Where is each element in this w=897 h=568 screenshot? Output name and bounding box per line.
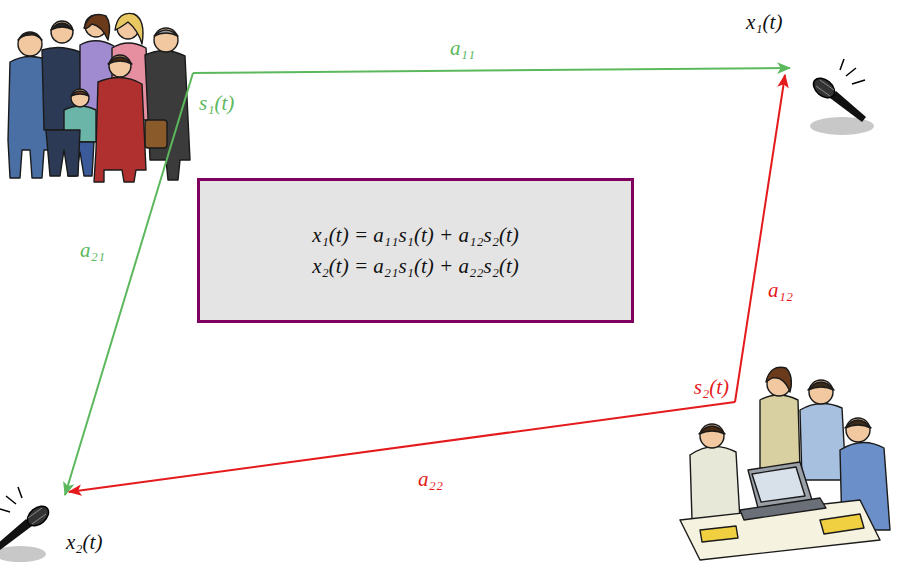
coefficient-label: a₁₁ xyxy=(448,36,477,60)
microphone-icon-part xyxy=(830,91,866,122)
meeting-illustration-part xyxy=(699,426,725,434)
mixing-coefficient: a₁₂ xyxy=(766,278,795,303)
crowd-illustration-part xyxy=(154,30,178,36)
equation-box: x₁(t) = a₁₁s₁(t) + a₁₂s₂(t) x₂(t) = a₂₁s₁… xyxy=(197,178,634,323)
meeting-illustration-part xyxy=(700,526,738,542)
mixing-coefficient: a₁₁ xyxy=(448,36,477,61)
mixture-label: x₁(t) xyxy=(746,10,892,35)
equation-line: x₁(t) = a₁₁s₁(t) + a₁₂s₂(t) xyxy=(216,223,615,248)
coefficient-label: a₁₂ xyxy=(766,278,795,302)
crowd-illustration-part xyxy=(109,55,131,77)
meeting-illustration-part xyxy=(808,382,834,390)
mixing-coefficient: a₂₁ xyxy=(78,238,107,263)
meeting-illustration-part xyxy=(800,403,846,480)
meeting-illustration-part xyxy=(809,380,833,404)
source-signal: s₁(t) xyxy=(193,73,243,120)
signal-path xyxy=(69,402,735,492)
signal-label: s₂(t) xyxy=(691,375,729,400)
microphone-icon xyxy=(0,487,52,562)
crowd-illustration-part xyxy=(94,77,146,182)
microphone-icon-part xyxy=(0,519,32,550)
microphone-icon-part xyxy=(816,80,834,96)
meeting-illustration-part xyxy=(700,424,724,448)
crowd-illustration-part xyxy=(115,13,143,44)
crowd-illustration-part xyxy=(84,15,110,41)
microphone-node: x₁(t) xyxy=(742,6,892,134)
meeting-illustration xyxy=(680,367,890,560)
crowd-illustration-part xyxy=(108,57,132,64)
microphone-icon xyxy=(810,59,874,135)
microphone-node: x₂(t) xyxy=(0,488,130,566)
crowd-illustration-part xyxy=(71,89,89,107)
meeting-illustration-part xyxy=(760,395,800,470)
signal-path xyxy=(193,68,790,73)
mixture-label: x₂(t) xyxy=(66,530,130,555)
meeting-illustration-part xyxy=(820,514,864,534)
crowd-illustration-part xyxy=(51,23,73,30)
crowd-illustration-part xyxy=(154,28,178,52)
crowd-illustration-part xyxy=(46,130,80,176)
microphone-icon-part xyxy=(810,74,839,102)
meeting-illustration-part xyxy=(846,418,870,442)
microphone-icon-part xyxy=(0,546,46,562)
crowd-illustration-part xyxy=(145,120,167,148)
source-signal: s₂(t) xyxy=(687,375,735,402)
signal-path xyxy=(735,75,785,402)
mixing-coefficient: a₂₂ xyxy=(416,467,445,492)
equation-line: x₂(t) = a₂₁s₁(t) + a₂₂s₂(t) xyxy=(216,254,615,279)
coefficient-label: a₂₂ xyxy=(416,467,445,491)
meeting-illustration-part xyxy=(740,498,826,520)
crowd-illustration-part xyxy=(145,51,190,180)
crowd-illustration xyxy=(8,13,190,182)
coefficient-label: a₂₁ xyxy=(78,238,107,262)
crowd-illustration-part xyxy=(18,32,42,56)
microphone-icon-part xyxy=(840,59,865,84)
signal-label: s₁(t) xyxy=(199,91,237,116)
crowd-illustration-part xyxy=(51,21,73,43)
microphone-icon-part xyxy=(24,502,53,530)
microphone-icon-part xyxy=(28,508,46,524)
crowd-illustration-part xyxy=(18,33,42,40)
meeting-illustration-part xyxy=(845,420,871,428)
microphone-icon-part xyxy=(810,117,874,135)
meeting-illustration-part xyxy=(752,467,805,502)
crowd-illustration-part xyxy=(71,91,89,96)
meeting-illustration-part xyxy=(690,447,740,520)
meeting-illustration-part xyxy=(766,367,791,392)
microphone-icon-part xyxy=(0,487,22,512)
signal-path xyxy=(65,73,193,495)
